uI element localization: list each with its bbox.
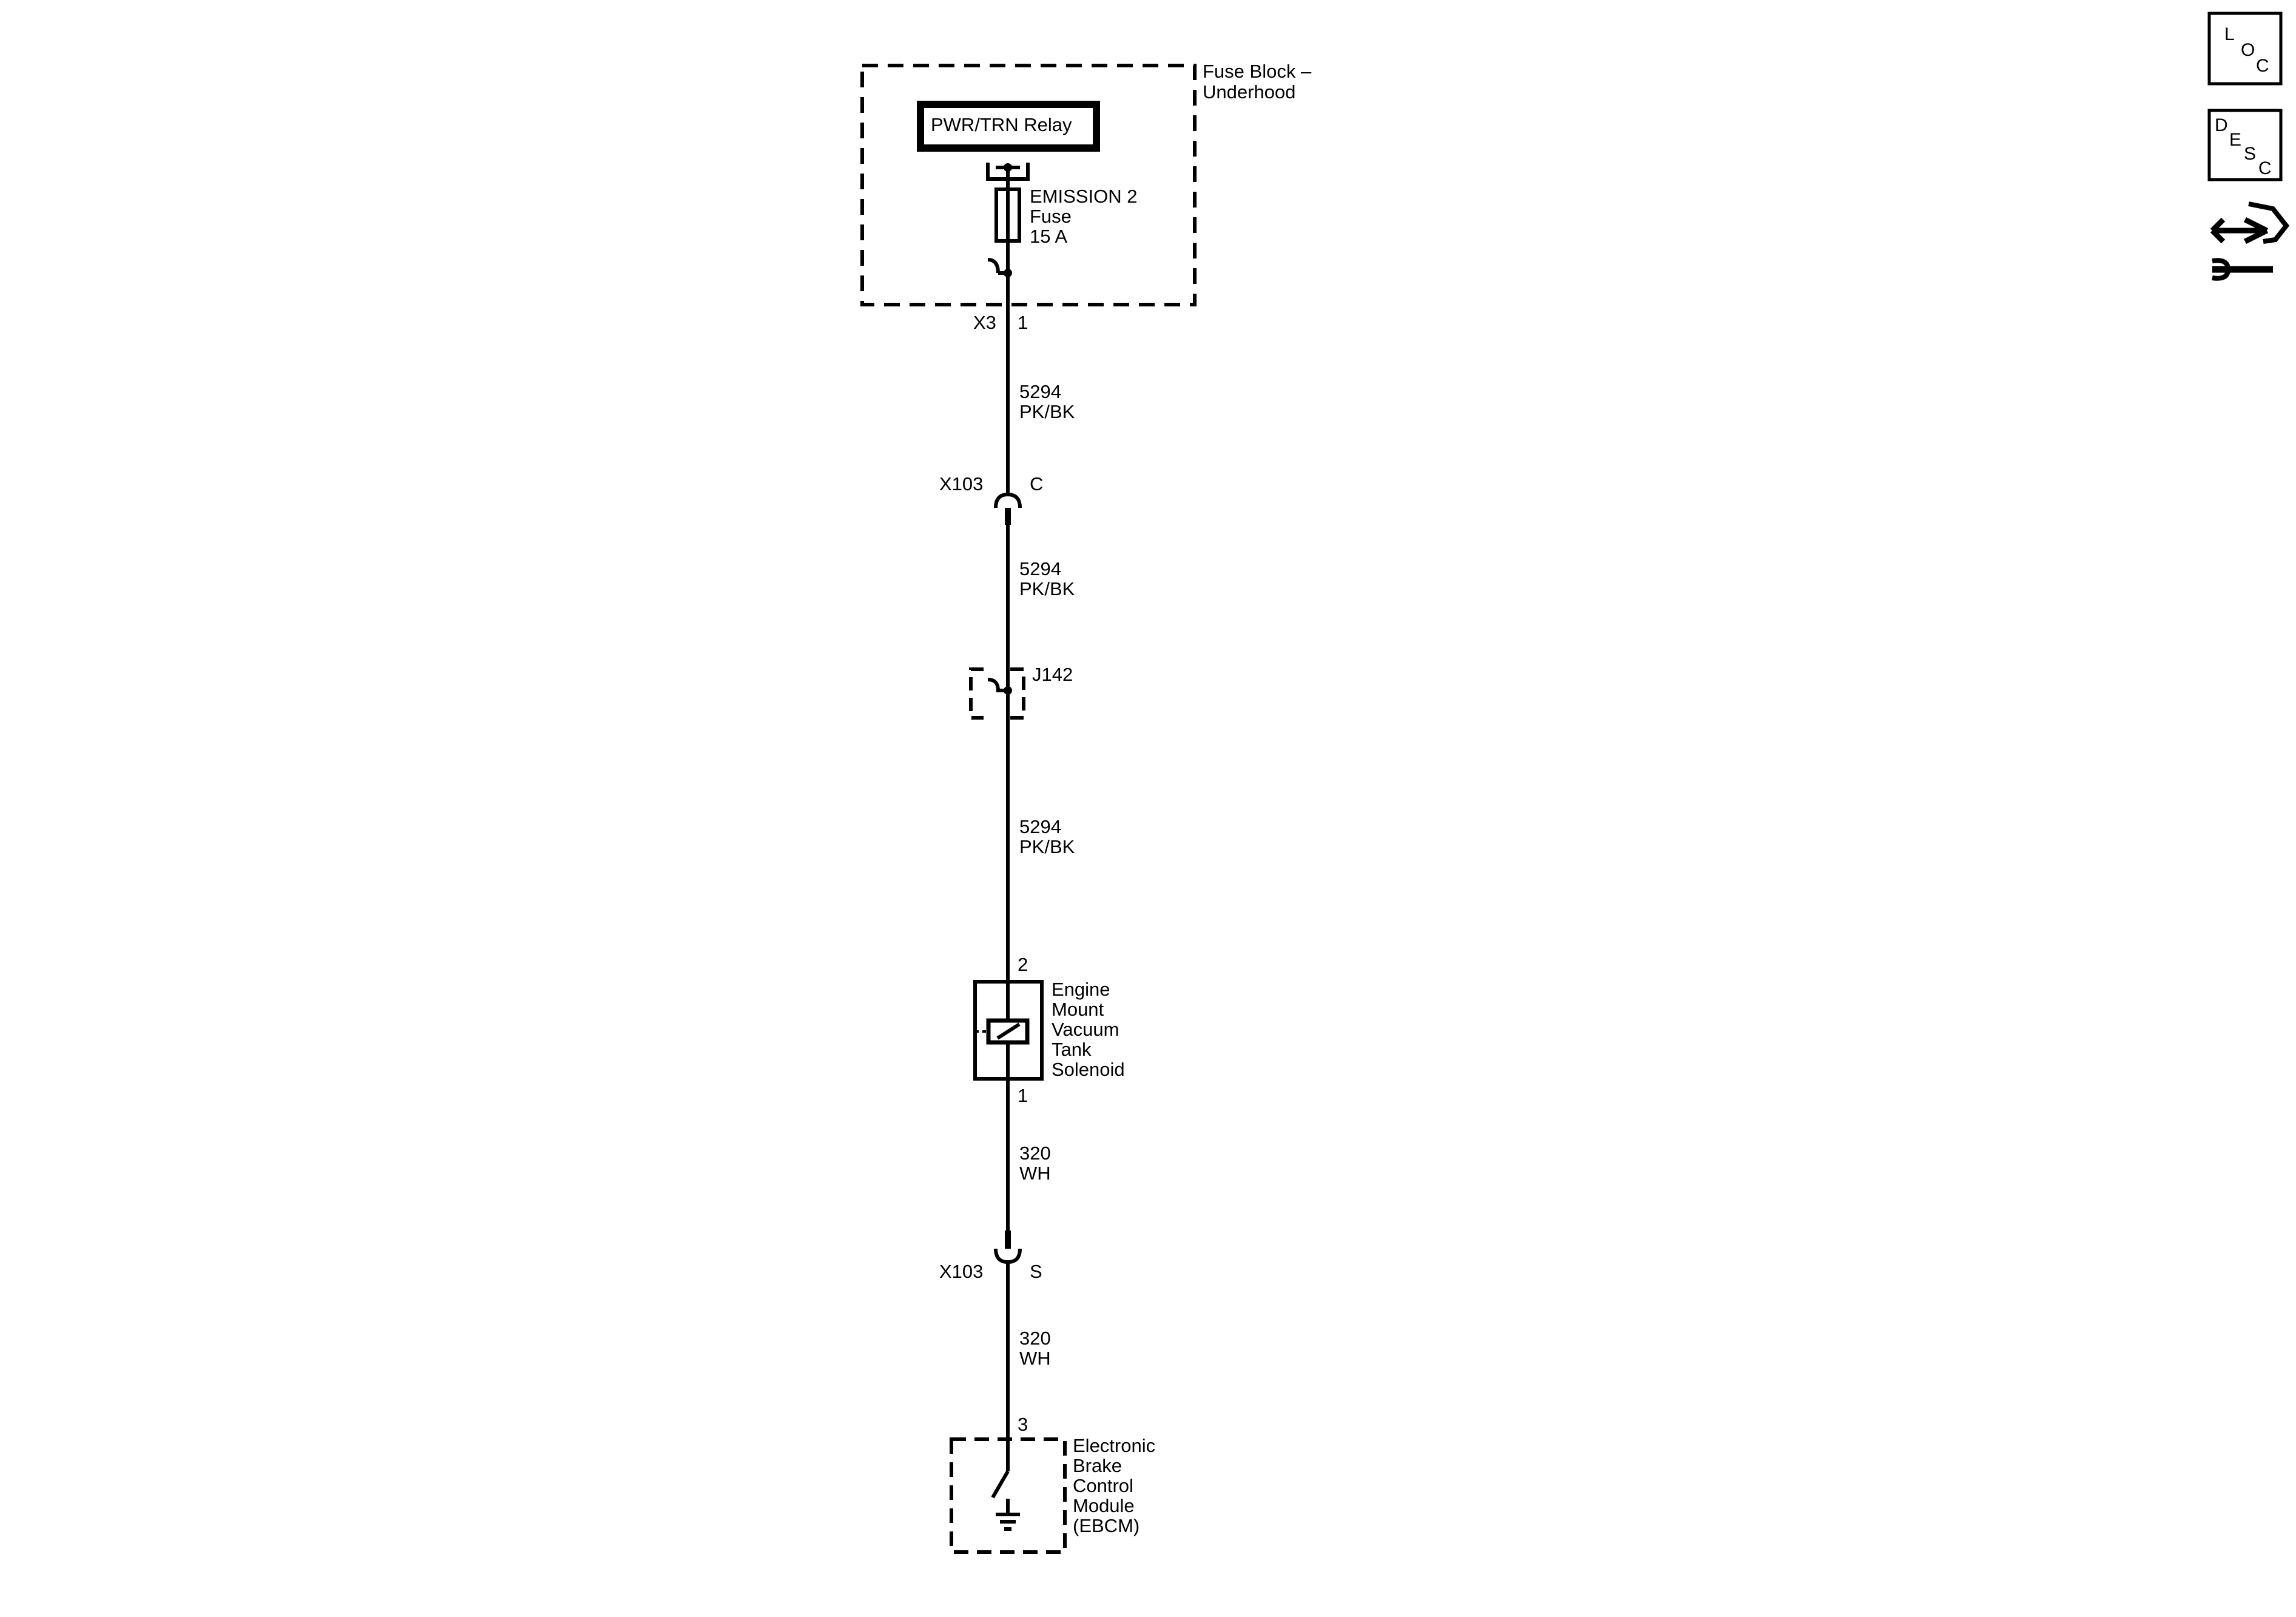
fuse-block-name-line2: Underhood <box>1203 81 1295 103</box>
fuse-block-boundary <box>860 64 1197 306</box>
wire-color-label: PK/BK <box>1019 401 1075 422</box>
x103-c-name: X103 <box>939 473 983 495</box>
swap-arrows-wrench-icon[interactable] <box>2210 201 2290 281</box>
x103-s-connector[interactable] <box>994 1248 1022 1264</box>
wire-circuit-label: 320 <box>1019 1328 1051 1349</box>
wire-color-label: WH <box>1019 1348 1051 1369</box>
fuse-block-name-line1: Fuse Block – <box>1203 61 1312 82</box>
x103-c-pin: C <box>1030 473 1043 495</box>
wire-color-label: WH <box>1019 1163 1051 1184</box>
relay-label: PWR/TRN Relay <box>931 114 1072 135</box>
x103-s-name: X103 <box>939 1261 983 1282</box>
ebcm-name-line: Module <box>1073 1495 1135 1516</box>
wire-circuit-label: 320 <box>1019 1143 1051 1164</box>
loc-letter: O <box>2241 40 2255 60</box>
loc-letter: L <box>2224 24 2235 44</box>
solenoid-pin-top: 2 <box>1018 954 1028 975</box>
desc-letter: S <box>2244 144 2256 164</box>
wire-circuit-label: 5294 <box>1019 816 1061 837</box>
solenoid-pin-bottom: 1 <box>1018 1085 1028 1106</box>
ebcm-name-line: Electronic <box>1073 1435 1155 1456</box>
wire-circuit-label: 5294 <box>1019 558 1061 579</box>
x103-s-pin: S <box>1030 1261 1042 1282</box>
fuse-label-line1: EMISSION 2 <box>1030 186 1137 207</box>
j142-label: J142 <box>1032 664 1073 685</box>
solenoid-name-line: Vacuum <box>1052 1019 1119 1040</box>
x103-c-connector[interactable] <box>994 492 1022 508</box>
wire-color-label: PK/BK <box>1019 578 1075 599</box>
x3-connector-symbol <box>987 258 1000 274</box>
x3-connector-label: X3 <box>973 312 996 333</box>
ebcm-name-line: Brake <box>1073 1455 1122 1476</box>
ebcm-switch <box>991 1470 1010 1499</box>
ebcm-pin-label: 3 <box>1018 1414 1028 1435</box>
solenoid-name-line: Solenoid <box>1052 1059 1125 1080</box>
j142-splice-box[interactable] <box>969 667 1025 720</box>
ground-icon <box>996 1513 1020 1531</box>
x3-pin-label: 1 <box>1018 312 1028 333</box>
wire-color-label: PK/BK <box>1019 836 1075 857</box>
desc-button[interactable] <box>2207 109 2283 181</box>
fuse-label-line3: 15 A <box>1030 226 1067 247</box>
loc-letter: C <box>2256 56 2269 76</box>
desc-letter: E <box>2229 130 2241 150</box>
desc-letter: C <box>2258 158 2272 178</box>
desc-letter: D <box>2215 115 2228 135</box>
solenoid-name-line: Mount <box>1052 999 1104 1020</box>
solenoid-name-line: Tank <box>1052 1039 1092 1060</box>
ebcm-name-line: Control <box>1073 1475 1133 1496</box>
pwr-trn-relay-box[interactable] <box>917 101 1100 152</box>
fuse-label-line2: Fuse <box>1030 206 1072 227</box>
ebcm-name-line: (EBCM) <box>1073 1515 1140 1536</box>
wire-circuit-label: 5294 <box>1019 381 1061 402</box>
solenoid-name-line: Engine <box>1052 979 1110 1000</box>
loc-button[interactable] <box>2207 12 2283 86</box>
